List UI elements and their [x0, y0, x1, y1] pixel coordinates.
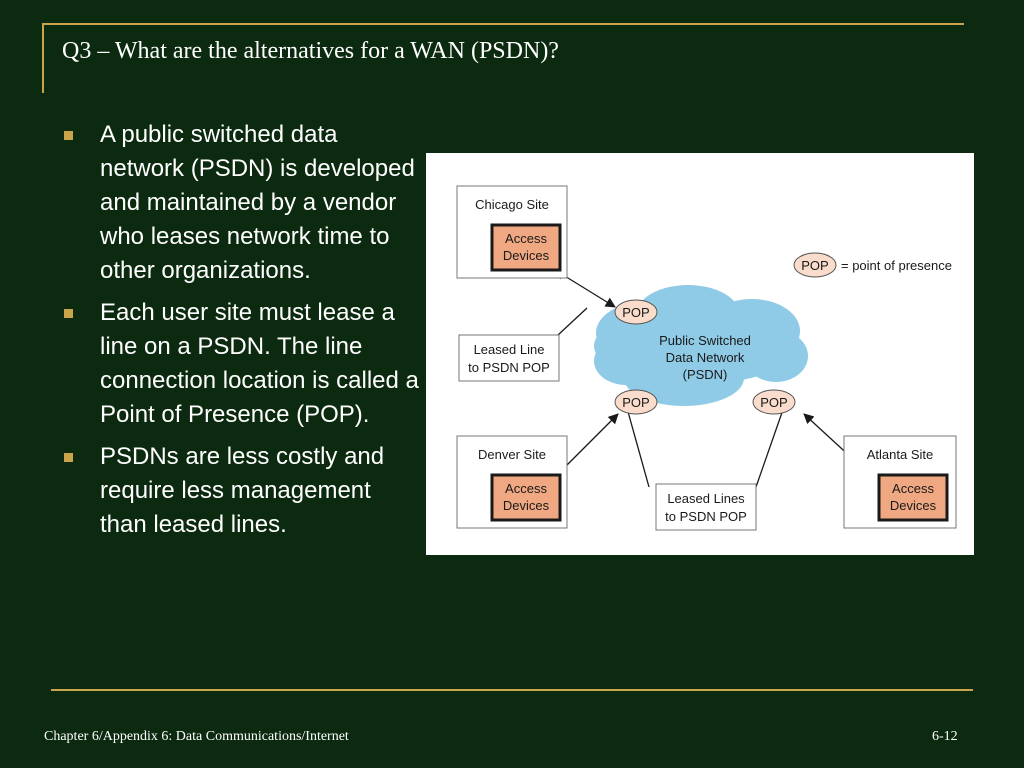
cloud-label-line: (PSDN) [683, 367, 728, 382]
bullet-text: Each user site must lease a line on a PS… [100, 299, 419, 428]
bullet-text: PSDNs are less costly and require less m… [100, 443, 385, 538]
legend-pop-node [793, 252, 837, 278]
bullet-item: PSDNs are less costly and require less m… [60, 440, 420, 542]
legend-text: = point of presence [841, 258, 952, 273]
psdn-diagram: Public Switched Data Network (PSDN) Chic… [426, 153, 974, 555]
pop-node [614, 299, 658, 325]
leased-lines-label: to PSDN POP [665, 509, 747, 524]
denver-access-devices [490, 473, 562, 522]
leased-line-connector [557, 307, 588, 336]
denver-site-label: Denver Site [478, 447, 546, 462]
access-devices-label: Devices [503, 248, 550, 263]
pop-label: POP [622, 395, 649, 410]
atlanta-site-label: Atlanta Site [867, 447, 934, 462]
cloud-label-line: Data Network [666, 350, 745, 365]
footer-rule [51, 689, 973, 691]
title-frame-left [42, 23, 44, 93]
title-frame-top [42, 23, 964, 25]
footer-page-number: 6-12 [932, 729, 958, 744]
bullet-square-icon [64, 453, 73, 462]
leased-line-label: Leased Line [474, 342, 545, 357]
cloud-label-line: Public Switched [659, 333, 751, 348]
chicago-site-label: Chicago Site [475, 197, 549, 212]
access-devices-label: Access [505, 481, 547, 496]
leased-lines-box [655, 483, 757, 531]
access-devices-label: Devices [503, 498, 550, 513]
pop-label: POP [622, 305, 649, 320]
atlanta-access-devices [877, 473, 949, 522]
access-devices-label: Access [892, 481, 934, 496]
footer-chapter: Chapter 6/Appendix 6: Data Communication… [44, 729, 349, 744]
bullet-list: A public switched data network (PSDN) is… [60, 118, 420, 550]
bullet-square-icon [64, 309, 73, 318]
legend-pop-label: POP [801, 258, 828, 273]
bullet-text: A public switched data network (PSDN) is… [100, 121, 415, 284]
bullet-item: A public switched data network (PSDN) is… [60, 118, 420, 288]
bullet-square-icon [64, 131, 73, 140]
leased-lines-label: Leased Lines [667, 491, 745, 506]
pop-label: POP [760, 395, 787, 410]
leased-line-connector [624, 400, 650, 488]
leased-line-connector [755, 400, 787, 488]
leased-line-label: to PSDN POP [468, 360, 550, 375]
slide-title: Q3 – What are the alternatives for a WAN… [62, 38, 559, 64]
chicago-access-devices [490, 223, 562, 272]
access-devices-label: Access [505, 231, 547, 246]
access-devices-label: Devices [890, 498, 937, 513]
pop-node [614, 389, 658, 415]
psdn-diagram-svg: Public Switched Data Network (PSDN) Chic… [456, 185, 957, 531]
bullet-item: Each user site must lease a line on a PS… [60, 296, 420, 432]
pop-node [752, 389, 796, 415]
leased-line-box [458, 334, 560, 382]
